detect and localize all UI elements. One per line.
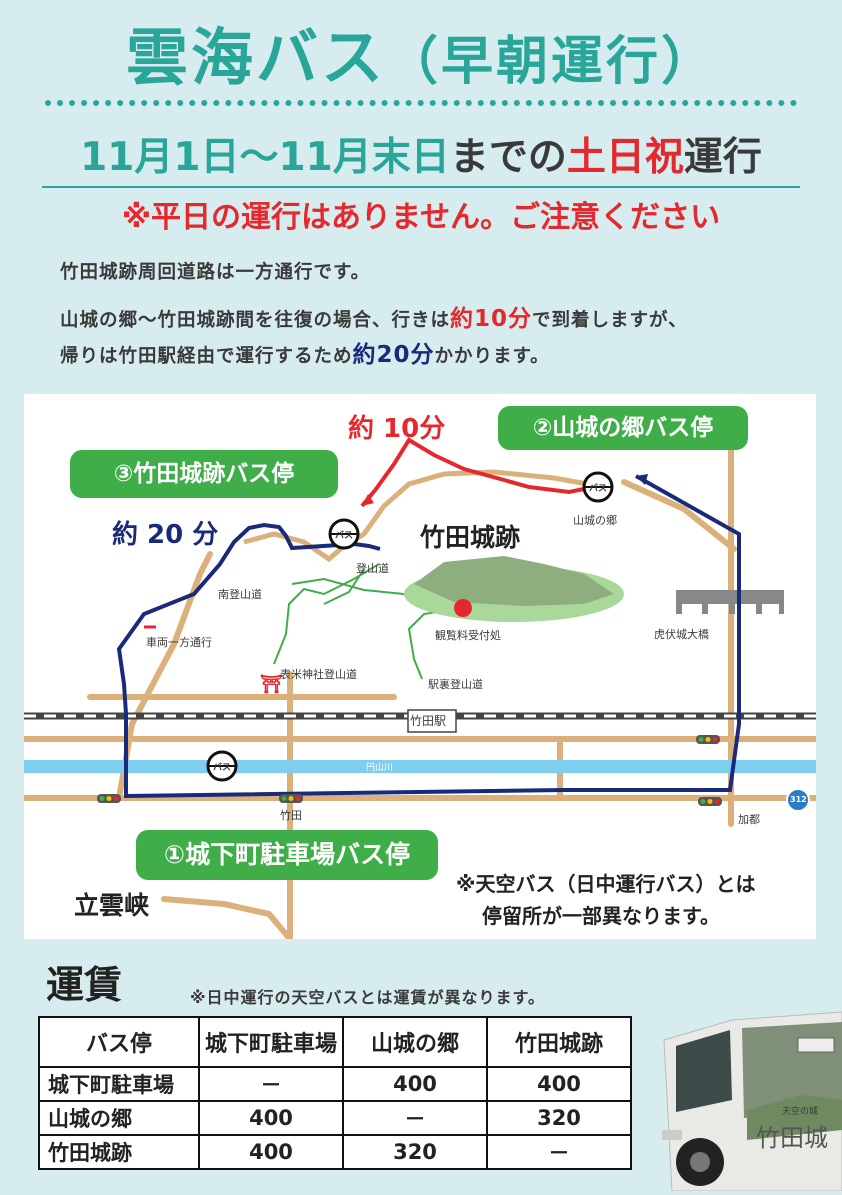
outbound-time-label: 約 10分 [348,414,446,444]
title-main: 雲海バス [125,21,386,94]
fare-cell: － [342,1100,488,1136]
fare-table: バス停 城下町駐車場 山城の郷 竹田城跡 城下町駐車場 － 400 400 山城… [38,1016,632,1170]
castle-label: 竹田城跡 [420,523,521,552]
dates-made: までの [449,135,567,180]
station-label: 竹田駅 [410,714,447,728]
minami-tozando-label: 南登山道 [218,588,262,601]
shrine-icon: ⛩ [260,673,283,695]
ticket-office-label: 観覧料受付処 [435,629,501,642]
description-line2: 山城の郷～竹田城跡間を往復の場合、行きは約10分で到着しますが、 [60,304,688,336]
outbound-arrow [362,494,374,506]
table-row: 竹田城跡 400 320 － [38,1134,632,1170]
takeda-label: 竹田 [280,809,302,822]
omote-trail-label: 表米神社登山道 [280,668,357,681]
description-line3: 帰りは竹田駅経由で運行するため約20分かかります。 [60,340,550,372]
dotted-divider [45,100,797,106]
header-rule [42,186,800,188]
desc-return-time: 約20分 [352,342,435,368]
desc-line2-c: で到着しますが、 [532,310,688,331]
station-box [407,709,457,733]
page-title: 雲海バス（早朝運行） [0,18,842,102]
fare-row-label: 竹田城跡 [38,1134,200,1170]
oneway-label: 車両一方通行 [146,636,212,649]
river [24,760,816,773]
bus-illustration [662,1011,842,1192]
stop2-bubble: ②山城の郷バス停 [498,406,748,450]
kato-label: 加都 [738,813,760,826]
return-arrow [636,474,648,485]
desc-line3-c: かかります。 [434,346,550,367]
table-row: 城下町駐車場 － 400 400 [38,1066,632,1102]
description-line1: 竹田城跡周回道路は一方通行です。 [60,262,371,283]
fare-row-label: 山城の郷 [38,1100,200,1136]
river-label: 円山川 [366,763,394,773]
desc-line3-a: 帰りは竹田駅経由で運行するため [60,346,353,367]
return-route [116,474,741,799]
bridge-icon [676,590,784,614]
return-time-label: 約 20 分 [112,520,219,550]
fare-row-label: 城下町駐車場 [38,1066,200,1102]
desc-outbound-time: 約10分 [450,306,533,332]
title-sub: （早朝運行） [386,32,717,92]
bus-photo: 天空の城 竹田城 [652,1000,842,1192]
bridge-label: 虎伏城大橋 [654,628,709,641]
tozando-label: 登山道 [356,562,389,575]
road-to-yamashiro [621,479,737,552]
stop1-bubble: ①城下町駐車場バス停 [136,830,438,880]
fare-note: ※日中運行の天空バスとは運賃が異なります。 [190,988,545,1007]
fare-cell: 320 [486,1100,632,1136]
trail-branch [323,568,365,605]
fare-header-cell: 山城の郷 [342,1016,488,1068]
loop-road [243,469,600,563]
trail-ekiura [407,608,455,680]
fare-header-cell: 城下町駐車場 [198,1016,344,1068]
desc-line2-a: 山城の郷～竹田城跡間を往復の場合、行きは [60,310,451,331]
map-note-line2: 停留所が一部異なります。 [482,904,720,928]
map-note-line1: ※天空バス（日中運行バス）とは [456,872,756,896]
traffic-lights [97,735,722,806]
bus-mark-jokamachi: バス [213,763,232,773]
route-312-marker [786,788,810,812]
fare-header-cell: バス停 [38,1016,200,1068]
dates-operation: 運行 [683,135,762,180]
dates-weekend: 土日祝 [566,135,684,180]
fare-header-cell: 竹田城跡 [486,1016,632,1068]
castle-walls [414,556,614,606]
fare-cell: － [486,1134,632,1170]
bus-stop-marks [206,471,614,782]
map-drawing: ⛩ [24,436,816,939]
ritsuunkyo-label: 立雲峡 [74,891,150,920]
outbound-route [360,437,595,508]
bus-side-big: 竹田城 [756,1124,828,1152]
fare-header-row: バス停 城下町駐車場 山城の郷 竹田城跡 [38,1016,632,1068]
fare-title: 運賃 [46,963,123,1007]
route-map: ⛩ 約 10分 約 20 分 竹田城跡 山城の郷 登山道 南登 [24,394,816,939]
stop3-bubble: ③竹田城跡バス停 [70,450,338,498]
table-row: 山城の郷 400 － 320 [38,1100,632,1136]
weekday-notice: ※平日の運行はありません。ご注意ください [121,200,721,235]
fare-cell: 400 [342,1066,488,1102]
bus-mark-yamashiro: バス [589,484,608,494]
trail-omote [273,563,380,665]
bus-side-small: 天空の城 [782,1107,819,1117]
fare-cell: 400 [198,1134,344,1170]
fare-cell: 400 [486,1066,632,1102]
ticket-office-marker [454,599,472,617]
yamashiro-label: 山城の郷 [573,514,617,527]
fare-cell: 320 [342,1134,488,1170]
fare-cell: 400 [198,1100,344,1136]
fare-cell: － [198,1066,344,1102]
ekiura-trail-label: 駅裏登山道 [428,678,483,691]
operation-dates: 11月1日～11月末日までの土日祝運行 [0,132,842,184]
route-312-label: 312 [790,795,807,804]
bus-mark-takeda: バス [335,531,354,541]
road-ritsuunkyo [161,896,293,939]
dates-range: 11月1日～11月末日 [80,135,450,180]
